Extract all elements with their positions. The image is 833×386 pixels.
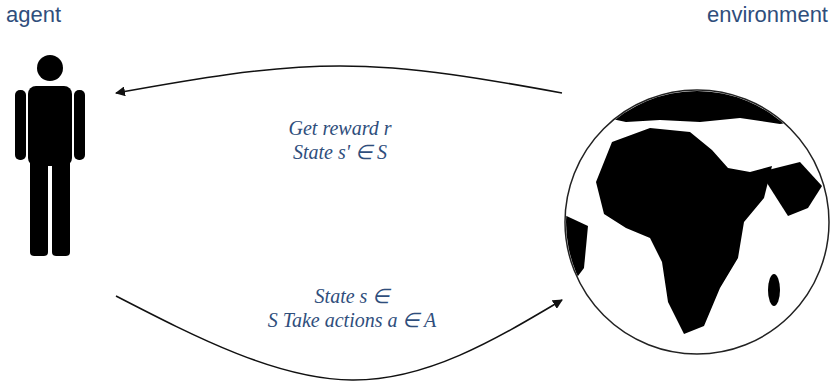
person-icon [15, 55, 85, 256]
globe-icon [556, 84, 829, 354]
node-heading: agent [6, 2, 116, 28]
figure-node: agent [6, 2, 116, 302]
edge-label: State s ∈ S Take actions a ∈ A [268, 284, 437, 332]
figure-node: environment [562, 2, 828, 358]
flow-arrow [116, 66, 562, 93]
node-heading: environment [562, 2, 828, 28]
edge-label: Get reward r State s' ∈ S [289, 116, 392, 164]
flow-arrow [116, 296, 562, 380]
